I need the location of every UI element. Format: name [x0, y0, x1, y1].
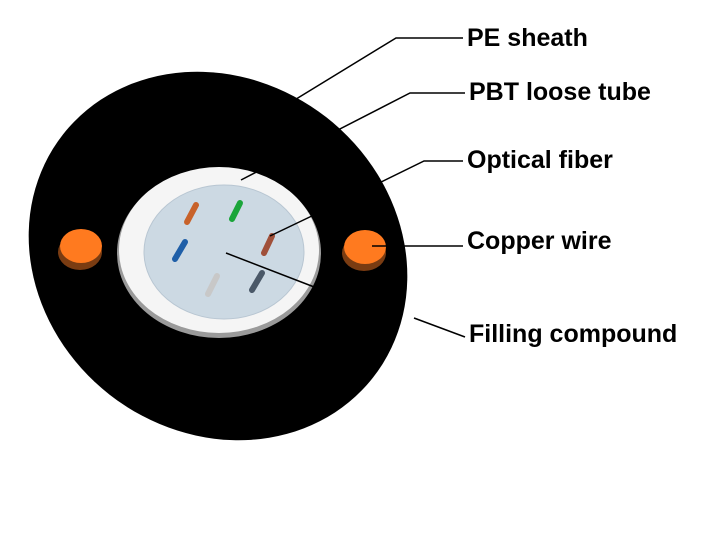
label-optical-fiber: Optical fiber: [467, 146, 613, 174]
leader-pbt-loose-tube-inner: [240, 131, 335, 181]
filling-compound: [143, 184, 305, 320]
label-pbt-loose-tube: PBT loose tube: [469, 78, 651, 106]
leader-optical-fiber-inner: [269, 213, 317, 237]
blue-fiber: [172, 239, 188, 262]
optical-fibers: [172, 200, 275, 297]
orange-fiber: [184, 202, 199, 225]
white-fiber: [205, 273, 220, 297]
brown-fiber: [261, 233, 275, 256]
leader-lines: [225, 37, 466, 338]
leader-filling-compound-inner: [225, 252, 323, 291]
label-copper-wire: Copper wire: [467, 227, 612, 255]
label-filling-compound: Filling compound: [469, 320, 678, 348]
copper-wire-left: [58, 229, 102, 270]
leader-optical-fiber: [315, 160, 463, 215]
green-fiber: [229, 200, 243, 222]
copper-wire-right: [342, 230, 386, 271]
leader-pbt-loose-tube: [333, 92, 465, 133]
leader-filling-compound: [413, 317, 466, 338]
label-pe-sheath: PE sheath: [467, 24, 588, 52]
leader-pe-sheath: [287, 37, 463, 105]
slate-fiber: [249, 270, 265, 293]
